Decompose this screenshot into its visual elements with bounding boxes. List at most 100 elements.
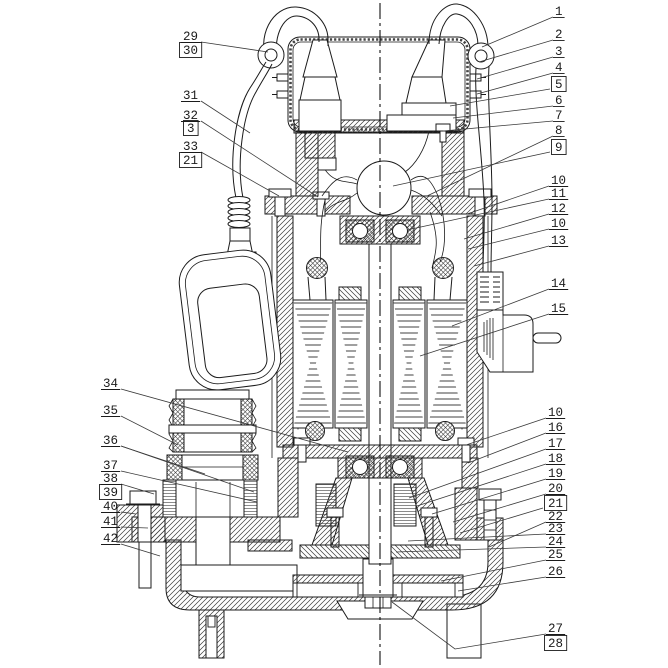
svg-text:38: 38 — [103, 472, 118, 486]
callout-28: 28 — [544, 635, 568, 651]
callout-8: 8 — [426, 124, 565, 197]
callout-20: 20 — [452, 482, 566, 523]
plug-strain-relief — [476, 271, 504, 311]
svg-text:30: 30 — [183, 44, 198, 58]
svg-text:25: 25 — [548, 548, 563, 562]
svg-text:14: 14 — [551, 277, 566, 291]
impeller-nut — [364, 596, 392, 609]
callout-5: 5 — [449, 76, 567, 107]
impeller-hub — [362, 558, 394, 598]
callout-27: 27 — [391, 601, 566, 650]
callout-42: 42 — [101, 532, 161, 557]
discharge-connector — [162, 389, 259, 518]
svg-text:1: 1 — [555, 5, 563, 19]
svg-text:42: 42 — [103, 532, 118, 546]
callout-39: 39 — [99, 484, 123, 500]
float-switch — [178, 61, 282, 391]
callout-31: 31 — [181, 89, 251, 134]
callout-13: 13 — [473, 234, 569, 267]
svg-text:31: 31 — [183, 89, 198, 103]
callout-10: 10 — [466, 174, 569, 215]
svg-text:33: 33 — [183, 140, 198, 154]
callout-23: 23 — [407, 522, 566, 542]
svg-text:3: 3 — [187, 122, 195, 136]
callout-19: 19 — [431, 467, 566, 515]
callout-14: 14 — [451, 277, 569, 327]
svg-text:20: 20 — [548, 482, 563, 496]
float-cable-spring — [227, 196, 251, 228]
svg-text:7: 7 — [555, 109, 563, 123]
callout-15: 15 — [419, 302, 569, 357]
callout-30: 30 — [179, 42, 203, 58]
callout-12: 12 — [463, 202, 569, 240]
svg-text:36: 36 — [103, 434, 118, 448]
float-body — [178, 249, 282, 391]
callout-34: 34 — [101, 377, 349, 453]
callout-35: 35 — [101, 404, 179, 446]
svg-text:40: 40 — [103, 500, 118, 514]
svg-text:27: 27 — [548, 622, 563, 636]
stator-windings — [292, 286, 468, 442]
callout-18: 18 — [416, 452, 566, 507]
svg-text:18: 18 — [548, 452, 563, 466]
callout-22: 22 — [488, 510, 566, 548]
callout-11: 11 — [406, 187, 569, 231]
cable-loops — [257, 3, 495, 70]
svg-text:39: 39 — [103, 486, 118, 500]
svg-text:22: 22 — [548, 510, 563, 524]
svg-text:21: 21 — [548, 497, 563, 511]
svg-text:23: 23 — [548, 522, 563, 536]
svg-text:11: 11 — [551, 187, 566, 201]
svg-text:10: 10 — [551, 174, 566, 188]
callout-4: 4 — [476, 61, 565, 95]
svg-text:8: 8 — [555, 124, 563, 138]
power-cable-plug — [475, 65, 562, 373]
callout-37: 37 — [101, 459, 258, 503]
svg-text:26: 26 — [548, 565, 563, 579]
plug-prong — [532, 332, 562, 344]
callout-1: 1 — [481, 5, 565, 48]
svg-text:17: 17 — [548, 437, 563, 451]
anchor-bolt-head — [129, 490, 157, 505]
callout-2: 2 — [478, 28, 565, 63]
svg-text:15: 15 — [551, 302, 566, 316]
callout-7: 7 — [442, 109, 565, 132]
svg-text:34: 34 — [103, 377, 118, 391]
callout-16: 16 — [467, 421, 566, 464]
svg-text:16: 16 — [548, 421, 563, 435]
callout-10: 10 — [465, 406, 566, 446]
callout-25: 25 — [440, 548, 566, 582]
svg-text:12: 12 — [551, 202, 566, 216]
svg-text:37: 37 — [103, 459, 118, 473]
svg-text:35: 35 — [103, 404, 118, 418]
svg-text:5: 5 — [555, 78, 563, 92]
callout-40: 40 — [101, 500, 137, 515]
callout-26: 26 — [457, 565, 566, 592]
callout-9: 9 — [392, 139, 567, 187]
cable-glands — [298, 39, 457, 171]
coil-end-turns — [305, 257, 455, 441]
svg-text:21: 21 — [183, 154, 198, 168]
callout-41: 41 — [101, 515, 149, 529]
svg-text:6: 6 — [555, 94, 563, 108]
callout-10: 10 — [467, 217, 569, 250]
svg-text:10: 10 — [551, 217, 566, 231]
callout-21: 21 — [179, 152, 203, 168]
callout-33: 33 — [181, 140, 280, 197]
svg-text:32: 32 — [183, 109, 198, 123]
callout-3: 3 — [476, 45, 565, 80]
callout-6: 6 — [452, 94, 565, 119]
impeller — [247, 539, 464, 609]
svg-text:19: 19 — [548, 467, 563, 481]
callout-17: 17 — [408, 437, 566, 499]
bottom-outlet-box — [446, 603, 482, 659]
callout-24: 24 — [395, 535, 566, 553]
svg-text:4: 4 — [555, 61, 563, 75]
callout-labels: 2930313233321343536373839404142123456789… — [99, 5, 569, 651]
svg-text:2: 2 — [555, 28, 563, 42]
svg-text:41: 41 — [103, 515, 118, 529]
svg-text:29: 29 — [183, 30, 198, 44]
callout-3: 3 — [183, 120, 199, 136]
svg-text:9: 9 — [555, 141, 563, 155]
